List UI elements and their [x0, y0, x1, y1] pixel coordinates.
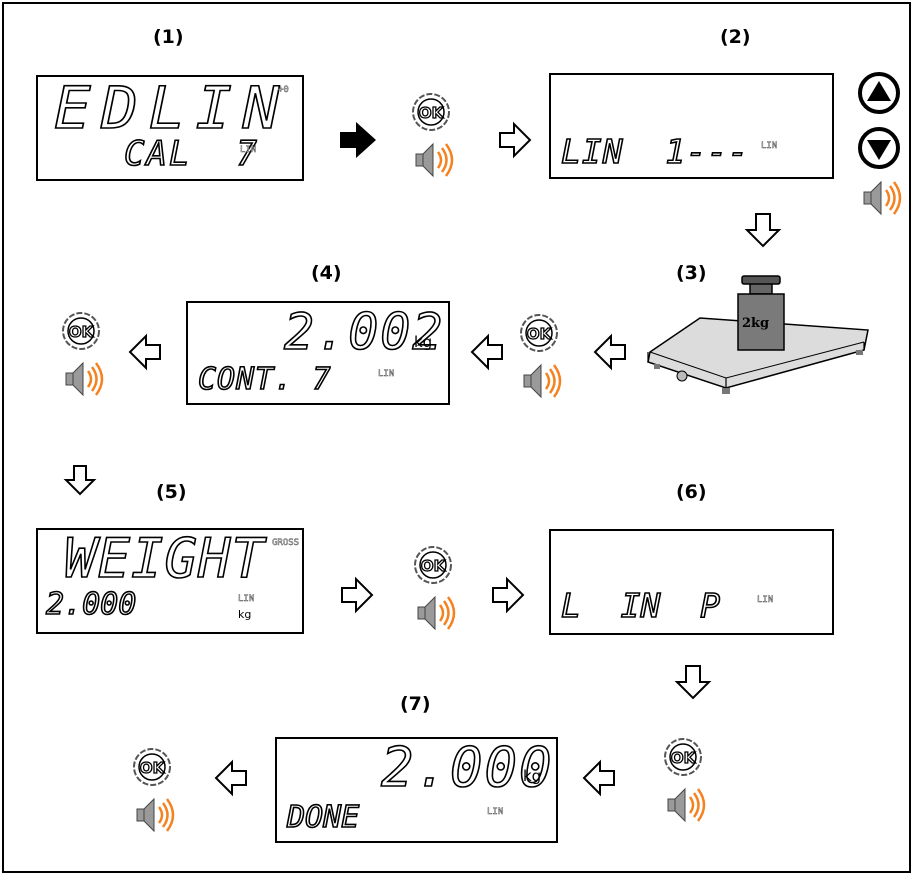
left-arrow-2 — [472, 336, 502, 368]
up-button-icon — [860, 74, 898, 112]
left-arrow-4 — [584, 762, 614, 794]
left-arrow-5 — [216, 762, 246, 794]
weight-label: 2kg — [742, 316, 769, 331]
right-arrow-1 — [500, 124, 530, 156]
left-arrow-1 — [595, 336, 625, 368]
down-arrow-2 — [66, 466, 94, 494]
down-arrow-3 — [677, 666, 709, 698]
weight-icon — [738, 276, 784, 350]
down-button-icon — [860, 129, 898, 167]
solid-right-arrow — [340, 122, 376, 158]
right-arrow-3 — [493, 579, 523, 611]
left-arrow-3 — [130, 336, 160, 368]
down-arrow-1 — [747, 214, 779, 246]
right-arrow-2 — [342, 579, 372, 611]
